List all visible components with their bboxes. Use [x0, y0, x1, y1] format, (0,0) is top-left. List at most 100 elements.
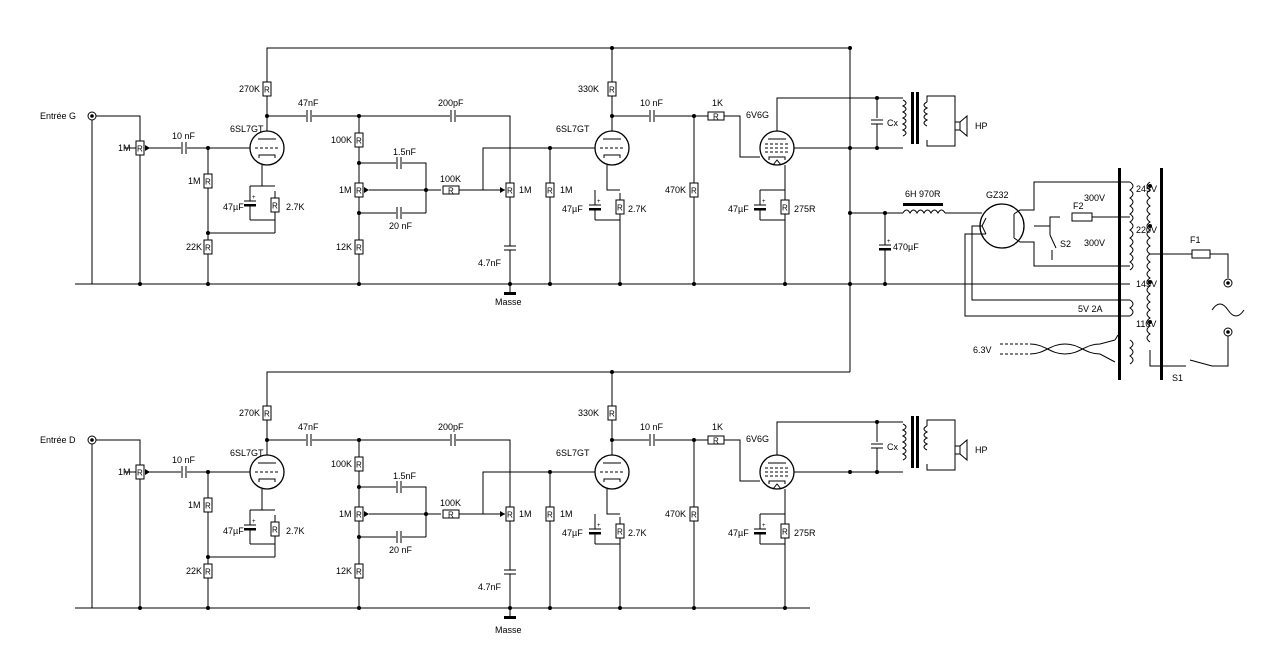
labels: Entrée G Entrée D Masse Masse 6H 970R 47… [40, 111, 1201, 635]
tone-pot-label: 1M [339, 509, 352, 519]
cx-cap-label: Cx [887, 442, 898, 452]
volume-pot-label: 1M [519, 185, 532, 195]
input-cap [181, 465, 187, 479]
cathode-res1-label: 2.7K [286, 202, 305, 212]
volume-pot-label: 1M [519, 509, 532, 519]
tone-res2-label: 12K [336, 242, 352, 252]
tube1-label: 6SL7GT [230, 448, 264, 458]
input-right-label: Entrée D [40, 435, 76, 445]
cathode-res1 [270, 514, 280, 544]
tap-220-label: 220V [1136, 225, 1157, 235]
output-transformer [902, 415, 928, 469]
tone-res2-label: 12K [336, 566, 352, 576]
volume-pot [505, 499, 515, 529]
switch1-label: S1 [1172, 373, 1183, 383]
primary-taps [1148, 184, 1152, 324]
input-pot [135, 457, 145, 487]
cathode-cap1-label: 47µF [223, 202, 244, 212]
tube1 [249, 454, 285, 490]
series-res [442, 185, 460, 196]
plate-load1 [262, 398, 272, 428]
input-pot-label: 1M [118, 467, 131, 477]
plate-load2-label: 330K [578, 84, 599, 94]
coupling-cap1-label: 47nF [298, 422, 319, 432]
cathode-cap3-label: 47µF [728, 528, 749, 538]
ground-symbol [503, 607, 517, 620]
cx-cap-label: Cx [887, 118, 898, 128]
cathode-res3-label: 275R [794, 528, 816, 538]
feedback-cap [450, 109, 456, 123]
cathode-res2 [615, 192, 625, 222]
tube1-label: 6SL7GT [230, 124, 264, 134]
stopper-res [707, 111, 725, 122]
cathode-res2-label: 2.7K [628, 204, 647, 214]
tube2 [594, 454, 630, 490]
tube2 [594, 130, 630, 166]
grid-resistor [203, 166, 213, 196]
tap-245-label: 245V [1136, 184, 1157, 194]
cathode-cap1-label: 47µF [223, 526, 244, 536]
tone-cap1 [396, 480, 402, 494]
plate-load2 [607, 74, 617, 104]
tube1 [249, 130, 285, 166]
cathode-cap3-label: 47µF [728, 204, 749, 214]
tone-res1-label: 100K [331, 459, 352, 469]
speaker-label: HP [975, 445, 988, 455]
power-supply [848, 48, 1245, 380]
volume-pot [505, 175, 515, 205]
tone-res1 [354, 449, 364, 479]
tube2-label: 6SL7GT [556, 124, 590, 134]
choke-label: 6H 970R [905, 189, 941, 199]
series-res-label: 100K [440, 174, 461, 184]
input-cap [181, 141, 187, 155]
ground-label-bottom: Masse [495, 625, 522, 635]
series-res [442, 509, 460, 520]
grid-resistor-label: 1M [188, 176, 201, 186]
cathode-cap2-label: 47µF [562, 204, 583, 214]
plate-load1-label: 270K [239, 408, 260, 418]
v63-label: 6.3V [973, 345, 992, 355]
volume-cap [503, 569, 517, 575]
tone-cap1-label: 1.5nF [393, 471, 417, 481]
series-res-label: 100K [440, 498, 461, 508]
speaker [954, 439, 968, 461]
fuse2-label: F2 [1073, 201, 1084, 211]
coupling-cap2-label: 10 nF [640, 98, 664, 108]
rectifier-label: GZ32 [986, 190, 1009, 200]
output-tube [759, 130, 795, 166]
output-tube-label: 6V6G [746, 434, 769, 444]
fuse1-label: F1 [1190, 235, 1201, 245]
cathode-res3 [780, 516, 790, 546]
plate-load2 [607, 398, 617, 428]
coupling-cap1 [306, 433, 312, 447]
leak-resistor [689, 499, 699, 529]
cathode-res1 [270, 190, 280, 220]
coupling-cap2 [649, 109, 655, 123]
v300a-label: 300V [1084, 193, 1105, 203]
tone-cap2 [396, 530, 402, 544]
input-cap-label: 10 nF [172, 131, 196, 141]
bias-resistor-label: 22K [186, 242, 202, 252]
tap-110-label: 110V [1136, 319, 1156, 329]
ground-label-top: Masse [495, 297, 522, 307]
output-tube-label: 6V6G [746, 110, 769, 120]
input-cap-label: 10 nF [172, 455, 196, 465]
psu-cap-label: 470µF [893, 242, 919, 252]
tone-cap1 [396, 156, 402, 170]
cathode-res3-label: 275R [794, 204, 816, 214]
feedback-cap [450, 433, 456, 447]
tone-res2 [354, 232, 364, 262]
tone-cap2-label: 20 nF [389, 545, 413, 555]
coupling-cap2 [649, 433, 655, 447]
bias-resistor [203, 232, 213, 262]
volume-cap-label: 4.7nF [478, 258, 502, 268]
gz32-rectifier [964, 181, 1130, 317]
output-tube [759, 454, 795, 490]
tone-cap1-label: 1.5nF [393, 147, 417, 157]
tap-145-label: 145V [1136, 279, 1157, 289]
grid-resistor-label: 1M [188, 500, 201, 510]
input-left-label: Entrée G [40, 111, 76, 121]
cathode-res2-label: 2.7K [628, 528, 647, 538]
